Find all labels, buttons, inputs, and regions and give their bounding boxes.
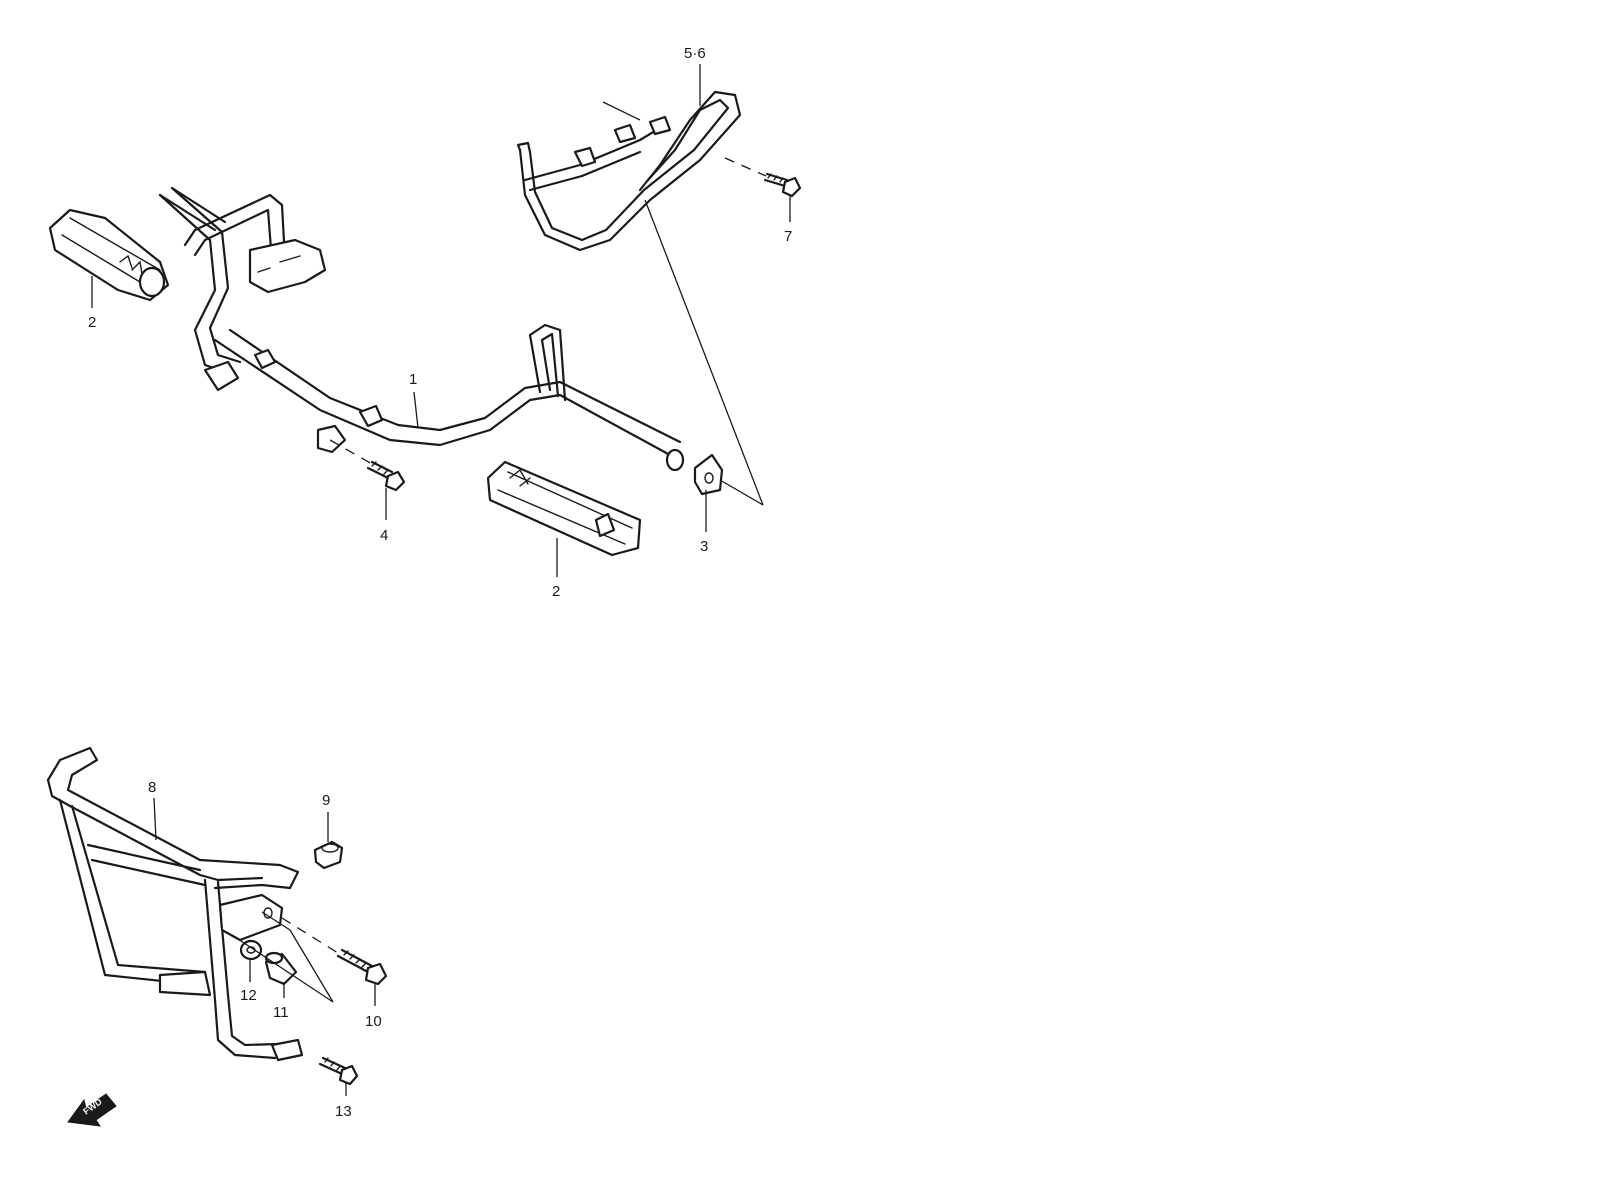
callout-10: 10 (365, 1013, 382, 1030)
guard-part-5-6 (516, 90, 742, 252)
callout-5-6: 5·6 (684, 45, 706, 62)
callout-7: 7 (784, 228, 792, 245)
callout-1: 1 (409, 371, 417, 388)
fwd-arrow-icon: FWD (67, 1093, 117, 1127)
washer-part-12 (239, 939, 263, 961)
front-guard-part-8 (46, 746, 304, 1062)
bolt-part-7 (763, 172, 802, 198)
footrest-bar-part-1 (158, 186, 685, 472)
callout-8: 8 (148, 779, 156, 796)
footrest-pad-part-2-left (48, 208, 170, 302)
collar-part-11 (264, 951, 298, 986)
callout-9: 9 (322, 792, 330, 809)
bolt-part-10 (336, 948, 388, 986)
callout-2-upper: 2 (88, 314, 96, 331)
callout-13: 13 (335, 1103, 352, 1120)
bolt-part-13 (318, 1056, 359, 1086)
bolt-part-4 (366, 460, 406, 492)
callout-2-lower: 2 (552, 583, 560, 600)
grommet-part-9 (313, 840, 344, 870)
callout-3: 3 (700, 538, 708, 555)
callout-11: 11 (273, 1004, 289, 1021)
plate-part-3 (693, 453, 724, 496)
footrest-pad-part-2-lower (486, 460, 642, 557)
callout-4: 4 (380, 527, 388, 544)
callout-12: 12 (240, 987, 257, 1004)
